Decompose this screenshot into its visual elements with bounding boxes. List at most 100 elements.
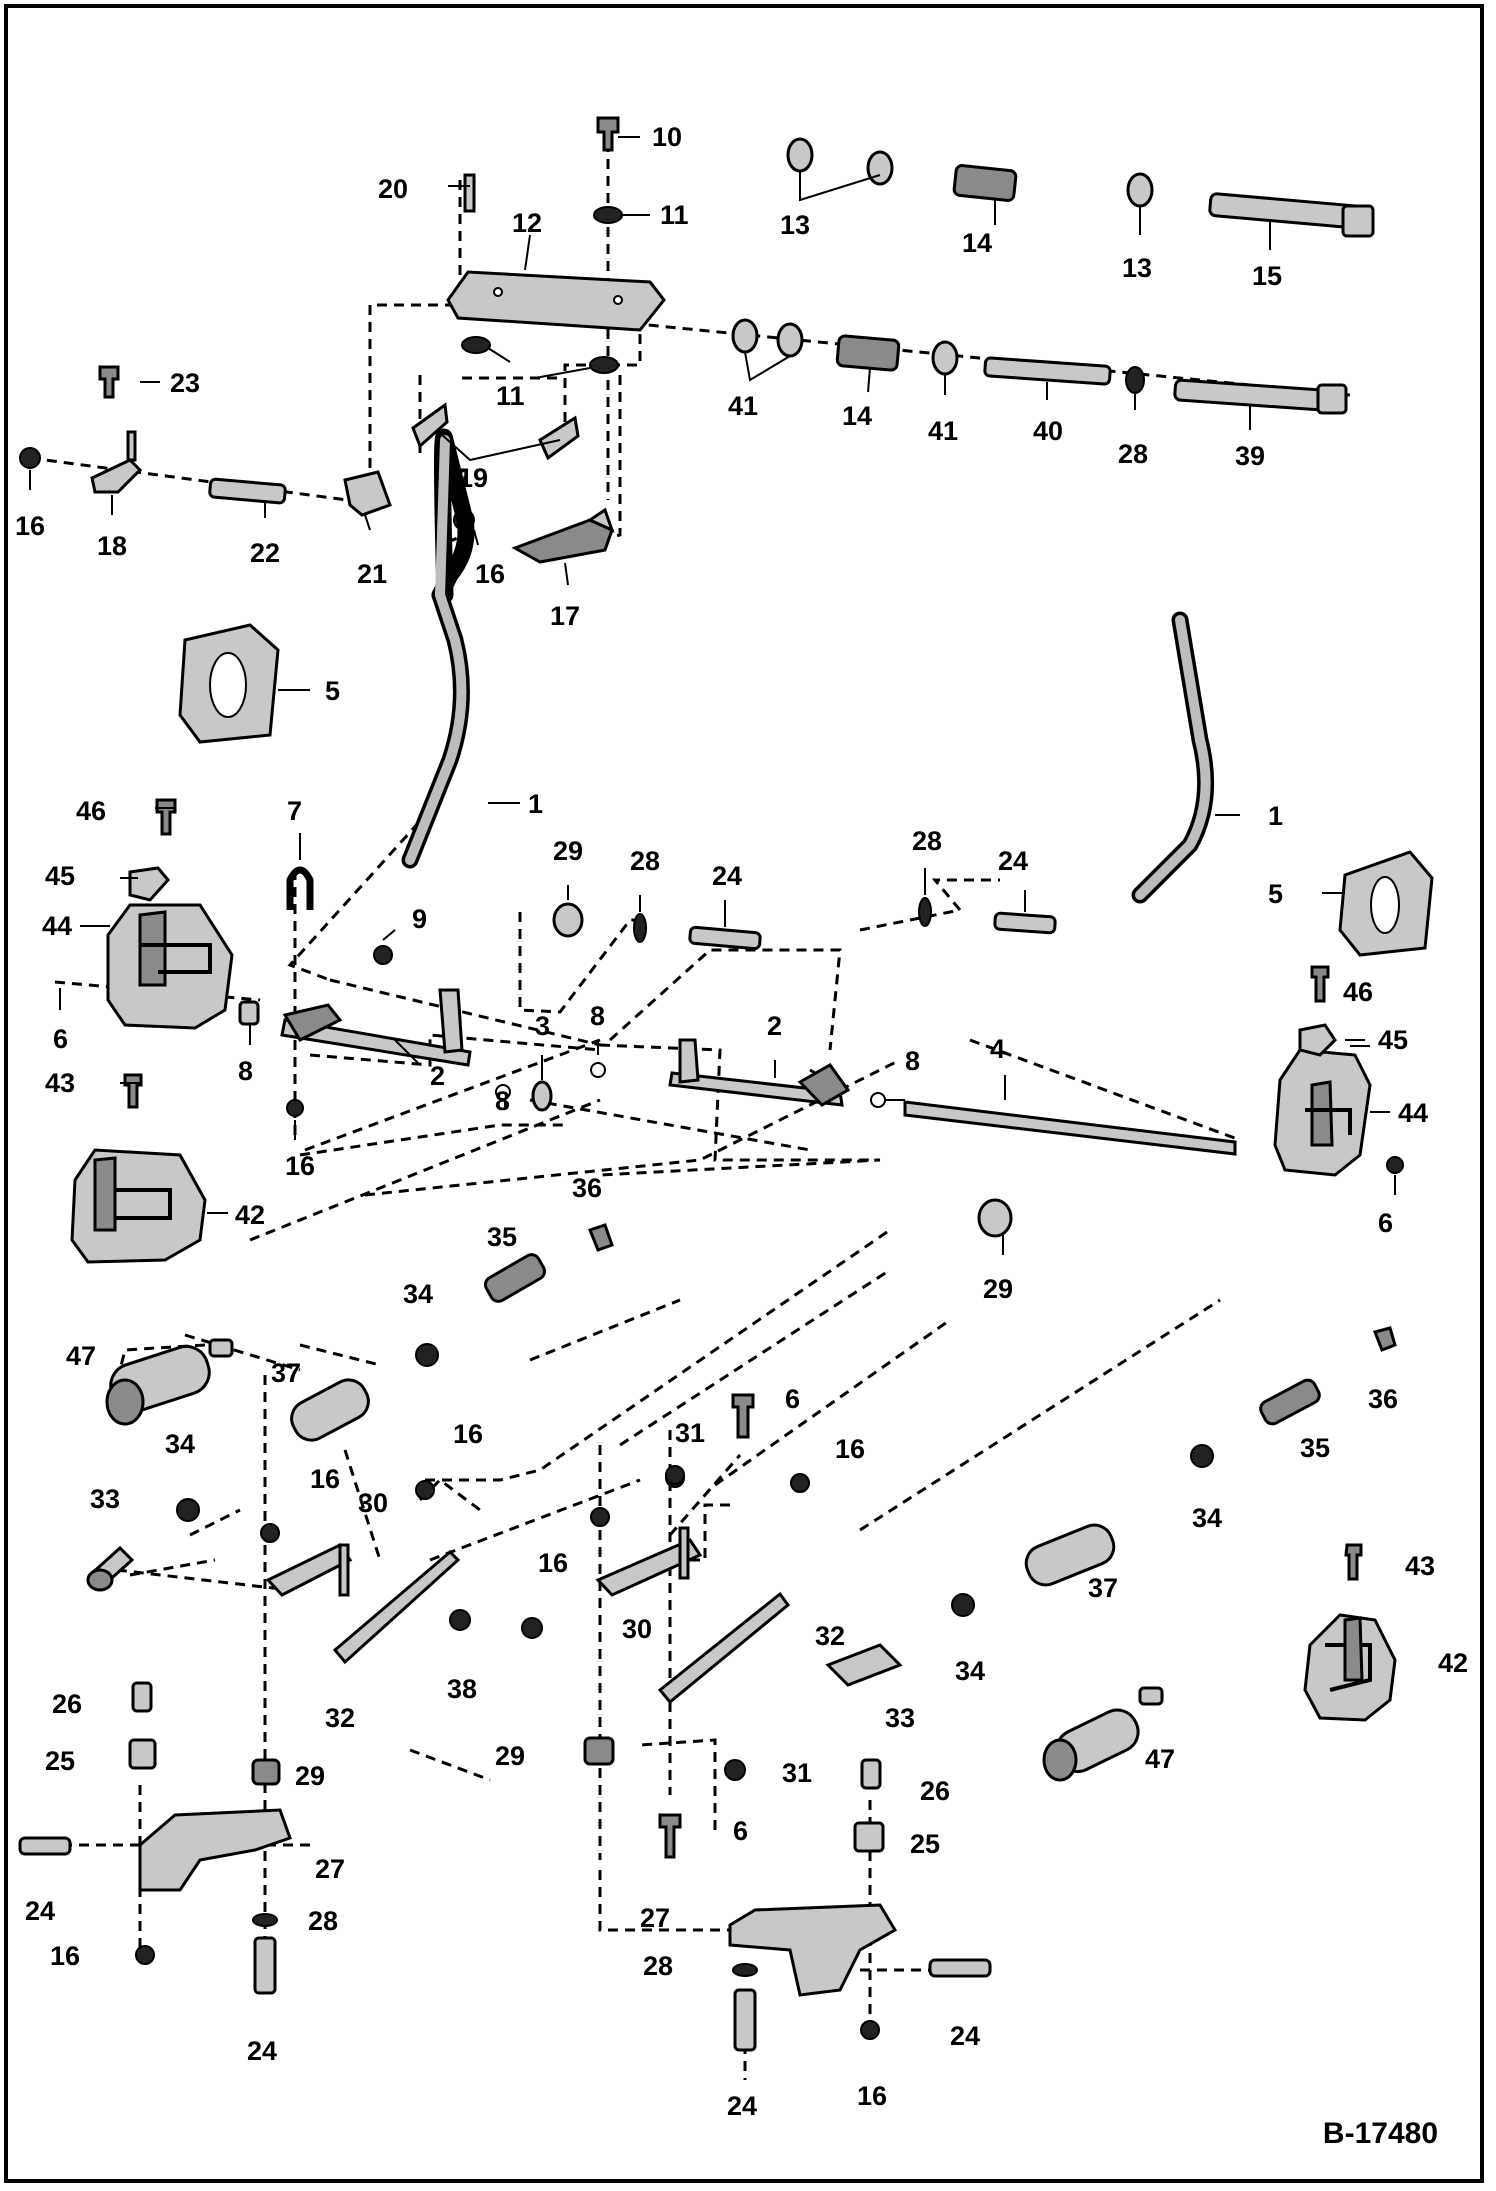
callout-16c: 16 <box>285 1151 315 1181</box>
callout-31b: 31 <box>782 1758 812 1788</box>
callout-11: 11 <box>660 200 689 230</box>
callout-36a: 36 <box>572 1173 602 1203</box>
callout-45b: 45 <box>1378 1025 1408 1055</box>
callout-14b: 14 <box>842 401 872 431</box>
callout-24e: 24 <box>950 2021 980 2051</box>
callout-6a: 6 <box>53 1024 68 1054</box>
callout-29d: 29 <box>495 1741 525 1771</box>
callout-13b: 13 <box>1122 253 1152 283</box>
callout-6d: 6 <box>733 1816 748 1846</box>
callout-24f: 24 <box>727 2091 757 2121</box>
callout-42b: 42 <box>1438 1648 1468 1678</box>
callout-20: 20 <box>378 174 408 204</box>
callout-1b: 1 <box>1268 801 1283 831</box>
callout-26a: 26 <box>52 1689 82 1719</box>
callout-2b: 2 <box>767 1011 782 1041</box>
callout-7: 7 <box>287 796 302 826</box>
callout-41b: 41 <box>928 416 958 446</box>
callout-16i: 16 <box>857 2081 887 2111</box>
callout-11b: 11 <box>496 381 525 411</box>
callout-34c: 34 <box>955 1656 985 1686</box>
callout-5: 5 <box>325 676 340 706</box>
callout-35b: 35 <box>1300 1433 1330 1463</box>
callout-34a: 34 <box>403 1279 433 1309</box>
callout-6b: 6 <box>1378 1208 1393 1238</box>
callout-36b: 36 <box>1368 1384 1398 1414</box>
callout-47a: 47 <box>66 1341 96 1371</box>
callout-22: 22 <box>250 538 280 568</box>
callout-2a: 2 <box>430 1061 445 1091</box>
callout-33b: 33 <box>885 1703 915 1733</box>
callout-28c: 28 <box>308 1906 338 1936</box>
callout-8a: 8 <box>238 1056 253 1086</box>
callout-8d: 8 <box>905 1046 920 1076</box>
callout-5b: 5 <box>1268 879 1283 909</box>
callout-33a: 33 <box>90 1484 120 1514</box>
callout-12: 12 <box>512 208 542 238</box>
callout-47b: 47 <box>1145 1744 1175 1774</box>
callout-6c: 6 <box>785 1384 800 1414</box>
assembly-lines <box>29 125 1351 2080</box>
callout-16b: 16 <box>475 559 505 589</box>
callout-34b: 34 <box>165 1429 195 1459</box>
callout-27a: 27 <box>315 1854 345 1884</box>
callout-32b: 32 <box>815 1621 845 1651</box>
callout-31a: 31 <box>675 1418 705 1448</box>
callout-44: 44 <box>42 911 72 941</box>
callout-1: 1 <box>528 789 543 819</box>
callout-40: 40 <box>1033 416 1063 446</box>
callout-39: 39 <box>1235 441 1265 471</box>
callout-26b: 26 <box>920 1776 950 1806</box>
callout-43: 43 <box>45 1068 75 1098</box>
callout-29b: 29 <box>983 1274 1013 1304</box>
callout-28: 28 <box>1118 439 1148 469</box>
callout-3: 3 <box>535 1011 550 1041</box>
callout-46b: 46 <box>1343 977 1373 1007</box>
callout-25b: 25 <box>910 1829 940 1859</box>
callout-8b: 8 <box>590 1001 605 1031</box>
callout-8c: 8 <box>495 1086 510 1116</box>
callout-16d: 16 <box>453 1419 483 1449</box>
callout-15: 15 <box>1252 261 1282 291</box>
callout-16f: 16 <box>835 1434 865 1464</box>
callout-4: 4 <box>990 1034 1005 1064</box>
callout-28a: 28 <box>630 846 660 876</box>
figure-id: B-17480 <box>1322 2117 1438 2150</box>
callout-37b: 37 <box>1088 1573 1118 1603</box>
callout-24a: 24 <box>712 861 742 891</box>
callout-17: 17 <box>550 601 580 631</box>
callout-28d: 28 <box>643 1951 673 1981</box>
callout-24b: 24 <box>998 846 1028 876</box>
callout-9: 9 <box>412 904 427 934</box>
callout-41: 41 <box>728 391 758 421</box>
callout-19: 19 <box>458 463 488 493</box>
callout-45: 45 <box>45 861 75 891</box>
callout-16a: 16 <box>15 511 45 541</box>
callout-29c: 29 <box>295 1761 325 1791</box>
callout-32a: 32 <box>325 1703 355 1733</box>
callout-16h: 16 <box>50 1941 80 1971</box>
callout-34d: 34 <box>1192 1503 1222 1533</box>
callout-14: 14 <box>962 228 992 258</box>
mount-plate <box>446 270 666 332</box>
callout-18: 18 <box>97 531 127 561</box>
callout-29a: 29 <box>553 836 583 866</box>
callout-43b: 43 <box>1405 1551 1435 1581</box>
callout-38: 38 <box>447 1674 477 1704</box>
callout-24d: 24 <box>247 2036 277 2066</box>
callout-28b: 28 <box>912 826 942 856</box>
leader-lines <box>29 136 1396 1255</box>
callout-27b: 27 <box>640 1903 670 1933</box>
callout-30b: 30 <box>622 1614 652 1644</box>
callout-24c: 24 <box>25 1896 55 1926</box>
callout-46: 46 <box>76 796 106 826</box>
callout-21: 21 <box>357 559 387 589</box>
callout-16e: 16 <box>310 1464 340 1494</box>
callout-35a: 35 <box>487 1222 517 1252</box>
callout-10: 10 <box>652 122 682 152</box>
callout-25a: 25 <box>45 1746 75 1776</box>
callout-13: 13 <box>780 210 810 240</box>
callout-labels: 10 11 20 12 11 19 13 14 13 15 41 14 41 4… <box>15 122 1468 2121</box>
callout-37a: 37 <box>271 1358 301 1388</box>
